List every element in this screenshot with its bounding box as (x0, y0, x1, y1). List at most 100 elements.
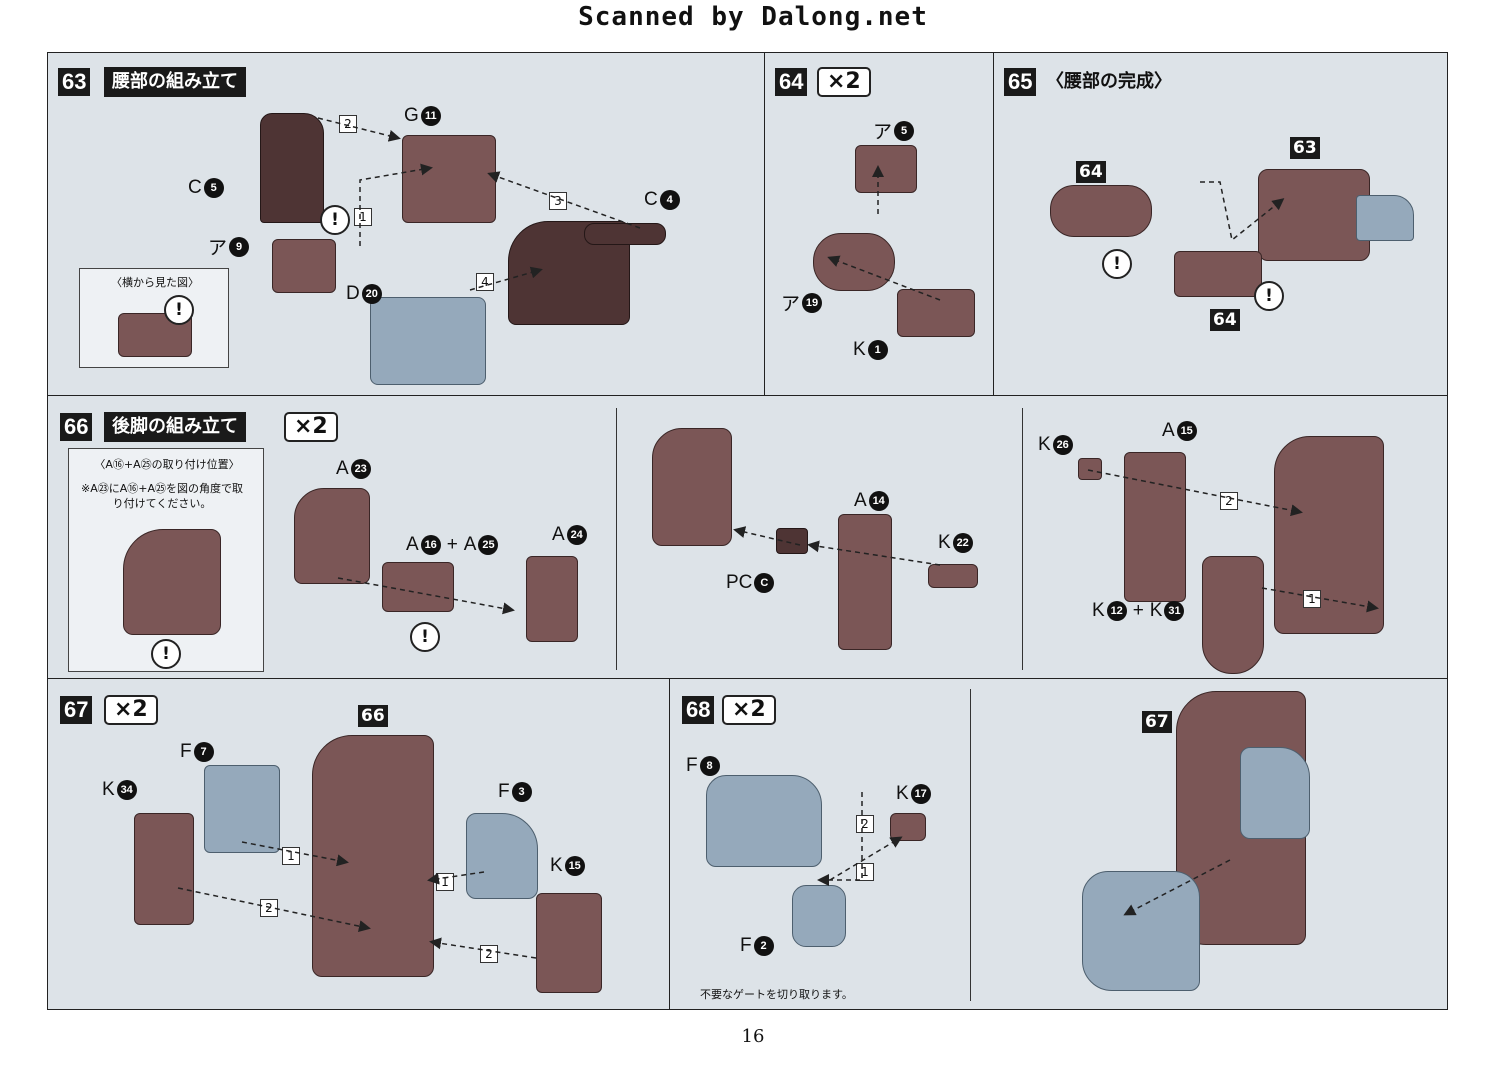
page-number: 16 (741, 1026, 765, 1047)
part-k1 (897, 289, 975, 337)
part-a14 (838, 514, 892, 650)
watermark: Scanned by Dalong.net (578, 2, 928, 32)
mount-position-note: ※A㉓にA⑯+A㉕を図の角度で取り付けてください。 (80, 482, 243, 510)
part-waist-assembly (1258, 169, 1370, 261)
warning-icon: ! (151, 639, 181, 669)
part-f2 (792, 885, 846, 947)
side-view-inset: 〈横から見た図〉 ! (79, 268, 229, 368)
part-d20 (370, 297, 486, 385)
part-a23 (294, 488, 370, 584)
mount-position-inset: 〈A⑯+A㉕の取り付け位置〉 ※A㉓にA⑯+A㉕を図の角度で取り付けてください。… (68, 448, 264, 672)
part-k34 (134, 813, 194, 925)
part-f8 (706, 775, 822, 867)
part-joint-left (1050, 185, 1152, 237)
step-66-quantity: ×2 (284, 412, 338, 442)
ref-step-66: 66 (358, 705, 388, 727)
part-k17 (890, 813, 926, 841)
part-c4 (584, 223, 666, 245)
ref-step-64: 64 (1076, 161, 1106, 183)
part-k15 (536, 893, 602, 993)
mount-position-title: 〈A⑯+A㉕の取り付け位置〉 (94, 458, 240, 471)
step-66-panel: 66 後脚の組み立て ×2 〈A⑯+A㉕の取り付け位置〉 ※A㉓にA⑯+A㉕を図… (47, 395, 1448, 679)
seq-4: 4 (476, 273, 494, 291)
ref-step-67: 67 (1142, 711, 1172, 733)
step-66-badge: 66 (60, 413, 93, 441)
ref-step-63: 63 (1290, 137, 1320, 159)
part-a9 (272, 239, 336, 293)
step-65-title: 〈腰部の完成〉 (1046, 71, 1172, 92)
seq-2: 2 (480, 945, 498, 963)
side-view-title: 〈横から見た図〉 (111, 276, 199, 289)
part-leg-upper (652, 428, 732, 546)
part-pc-c (776, 528, 808, 554)
part-joint-right (1174, 251, 1262, 297)
seq-1: 1 (1303, 590, 1321, 608)
gate-cut-note: 不要なゲートを切り取ります。 (700, 988, 853, 1001)
part-a24 (526, 556, 578, 642)
part-a5 (855, 145, 917, 193)
divider (970, 689, 971, 1001)
part-a19 (813, 233, 895, 291)
part-leg-armor (1240, 747, 1310, 839)
step-63-title: 腰部の組み立て (104, 67, 246, 97)
ref-step-64: 64 (1210, 309, 1240, 331)
divider (1022, 408, 1023, 670)
part-k12-k31 (1202, 556, 1264, 674)
part-g11 (402, 135, 496, 223)
seq-1: 1 (436, 873, 454, 891)
part-f7 (204, 765, 280, 853)
part-f3 (466, 813, 538, 899)
step-64-badge: 64 (775, 68, 808, 96)
warning-icon: ! (164, 295, 194, 325)
seq-1: 1 (354, 208, 372, 226)
part-k26 (1078, 458, 1102, 480)
step-67-quantity: ×2 (104, 695, 158, 725)
warning-icon: ! (1102, 249, 1132, 279)
part-c5 (260, 113, 324, 223)
seq-3: 3 (549, 192, 567, 210)
mount-position-part (123, 529, 221, 635)
seq-2: 2 (260, 899, 278, 917)
part-a16-a25 (382, 562, 454, 612)
divider (616, 408, 617, 670)
step-63-badge: 63 (58, 68, 91, 96)
part-a15 (1124, 452, 1186, 602)
part-waist-armor (1356, 195, 1414, 241)
warning-icon: ! (320, 205, 350, 235)
step-68-quantity: ×2 (722, 695, 776, 725)
step-65-panel: 65 〈腰部の完成〉 64 63 64 ! ! (993, 52, 1448, 396)
step-66-title: 後脚の組み立て (104, 412, 246, 442)
step-64-quantity: ×2 (817, 67, 871, 97)
seq-1: 1 (282, 847, 300, 865)
seq-2: 2 (856, 815, 874, 833)
seq-2: 2 (339, 115, 357, 133)
step-68-badge: 68 (682, 696, 715, 724)
part-k22 (928, 564, 978, 588)
part-leg-66 (312, 735, 434, 977)
step-65-badge: 65 (1004, 68, 1037, 96)
warning-icon: ! (410, 622, 440, 652)
